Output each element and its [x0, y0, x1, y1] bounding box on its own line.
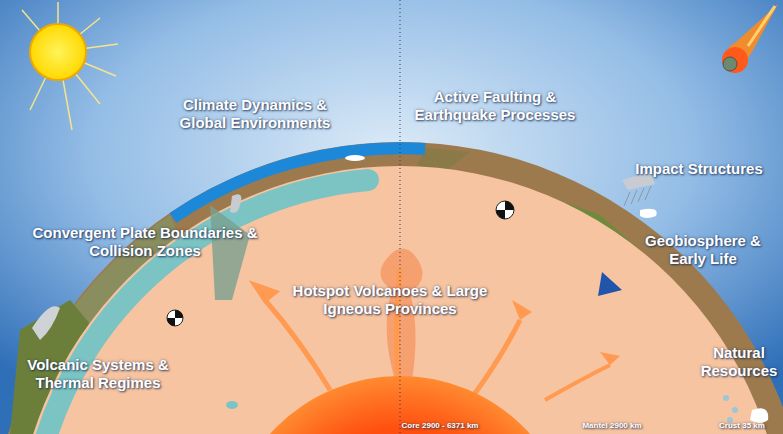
layer-label: Mantel 2900 km [572, 421, 652, 431]
crust [0, 142, 783, 434]
topic-label: Active Faulting & Earthquake Processes [400, 88, 590, 124]
subducting-slab [41, 180, 368, 434]
rock-wisp [750, 408, 768, 423]
resource-deposits [723, 395, 738, 423]
cloud [345, 155, 365, 161]
mantle [15, 166, 783, 434]
topic-label: Natural Resources [699, 344, 779, 380]
fossil-marker [598, 272, 622, 296]
layer-label: Crust 35 km [707, 421, 777, 431]
axis-line [400, 0, 401, 434]
rock-wisp [640, 209, 657, 218]
layer-label: Core 2900 - 6371 km [385, 421, 495, 431]
topic-label: Impact Structures [619, 160, 779, 178]
earthquake-symbol [167, 310, 183, 326]
sun [22, 2, 118, 130]
topic-label: Volcanic Systems & Thermal Regimes [13, 356, 183, 392]
topic-label: Hotspot Volcanoes & Large Igneous Provin… [265, 282, 515, 318]
meteor [722, 4, 778, 73]
rock-wisp [32, 306, 60, 340]
topic-label: Geobiosphere & Early Life [628, 232, 778, 268]
slab-fragment [226, 401, 238, 409]
rain-cloud [622, 172, 655, 206]
earthquake-symbol [496, 201, 514, 219]
mantle-plumes [255, 249, 620, 400]
rock-wisp [230, 194, 241, 212]
collision-slab [210, 205, 250, 300]
topic-label: Climate Dynamics & Global Environments [160, 96, 350, 132]
topic-label: Convergent Plate Boundaries & Collision … [10, 224, 280, 260]
